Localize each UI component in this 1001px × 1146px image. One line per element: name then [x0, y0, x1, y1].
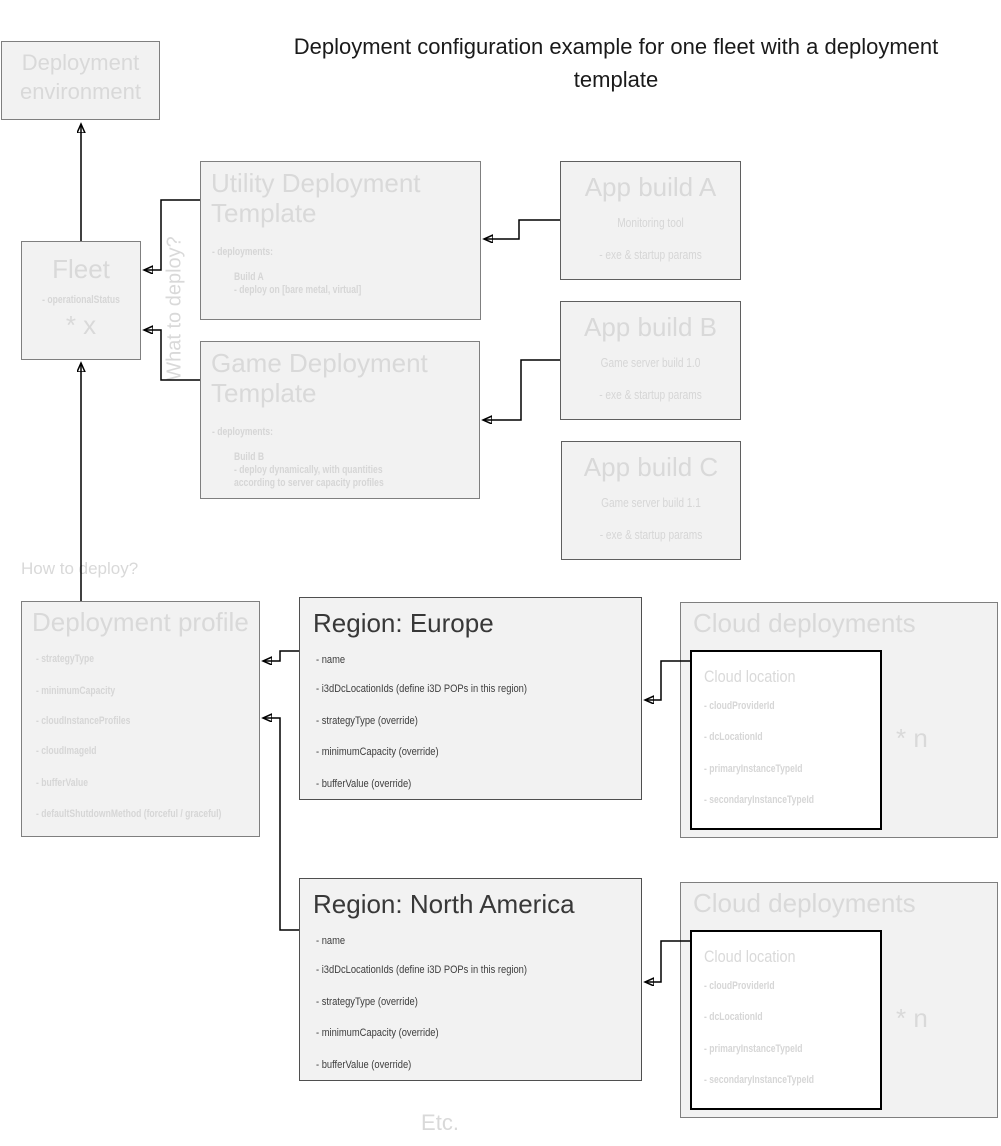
cloud-deployments-bottom-title: Cloud deployments: [693, 888, 916, 918]
region-europe-item: - i3dDcLocationIds (define i3D POPs in t…: [316, 683, 527, 695]
utility-template-item: Build A: [234, 271, 264, 283]
region-north-america-item: - bufferValue (override): [316, 1059, 412, 1071]
app-build-b-title: App build B: [584, 312, 717, 342]
deployment-environment-box: Deployment environment: [1, 41, 160, 120]
app-build-a-title: App build A: [584, 172, 717, 202]
region-north-america-item: - i3dDcLocationIds (define i3D POPs in t…: [316, 964, 527, 976]
app-build-b-params: - exe & startup params: [599, 387, 702, 402]
etc-label: Etc.: [421, 1110, 459, 1135]
cloud-location-top-box: Cloud location - cloudProviderId - dcLoc…: [690, 650, 882, 830]
cloud-location-top-item: - primaryInstanceTypeId: [704, 763, 803, 775]
fleet-multiplicity: * x: [65, 310, 97, 340]
what-to-deploy-label: What to deploy?: [163, 236, 186, 381]
fleet-item: - operationalStatus: [42, 294, 120, 306]
app-build-c-title: App build C: [583, 452, 719, 482]
cloud-location-top-item: - secondaryInstanceTypeId: [704, 794, 814, 806]
cloud-deployments-bottom-multiplicity: * n: [896, 1003, 928, 1033]
connector-app-a-to-utility-template: [485, 219, 560, 239]
app-build-a-params: - exe & startup params: [599, 247, 702, 262]
game-template-item: - deployments:: [212, 426, 274, 438]
cloud-location-bottom-item: - cloudProviderId: [704, 980, 775, 992]
game-template-box: Game Deployment Template - deployments: …: [200, 341, 480, 499]
deployment-profile-box: Deployment profile - strategyType - mini…: [21, 601, 260, 837]
cloud-location-bottom-title: Cloud location: [704, 947, 796, 966]
deployment-profile-item: - strategyType: [36, 653, 95, 665]
region-europe-item: - strategyType (override): [316, 715, 418, 727]
deployment-profile-item: - defaultShutdownMethod (forceful / grac…: [36, 808, 222, 820]
cloud-deployments-top-box: Cloud deployments Cloud location - cloud…: [680, 602, 998, 838]
page-title: Deployment configuration example for one…: [293, 34, 939, 92]
region-europe-item: - name: [316, 654, 346, 666]
region-europe-box: Region: Europe - name - i3dDcLocationIds…: [299, 597, 642, 800]
cloud-location-bottom-item: - primaryInstanceTypeId: [704, 1043, 803, 1055]
utility-template-item: - deployments:: [212, 246, 274, 258]
deployment-profile-item: - minimumCapacity: [36, 685, 116, 697]
cloud-deployments-top-multiplicity: * n: [896, 723, 928, 753]
fleet-box: Fleet - operationalStatus * x: [21, 241, 141, 360]
cloud-location-top-title: Cloud location: [704, 667, 796, 686]
game-template-item: Build B: [234, 451, 265, 463]
cloud-location-top-item: - dcLocationId: [704, 731, 763, 743]
fleet-title: Fleet: [52, 254, 110, 284]
region-north-america-title: Region: North America: [313, 889, 575, 919]
app-build-b-box: App build B Game server build 1.0 - exe …: [560, 301, 741, 420]
connector-region-europe-to-profile: [264, 650, 299, 661]
deployment-profile-title: Deployment profile: [32, 607, 249, 637]
deployment-profile-item: - cloudInstanceProfiles: [36, 715, 131, 727]
cloud-location-top-item: - cloudProviderId: [704, 700, 775, 712]
app-build-c-box: App build C Game server build 1.1 - exe …: [561, 441, 741, 560]
how-to-deploy-label: How to deploy?: [21, 559, 139, 578]
deployment-profile-item: - cloudImageId: [36, 745, 97, 757]
cloud-location-bottom-item: - dcLocationId: [704, 1011, 763, 1023]
region-europe-item: - bufferValue (override): [316, 778, 412, 790]
deployment-environment-title: Deployment environment: [19, 50, 142, 104]
region-north-america-item: - minimumCapacity (override): [316, 1027, 439, 1039]
deployment-profile-item: - bufferValue: [36, 777, 88, 789]
region-europe-title: Region: Europe: [313, 608, 494, 638]
app-build-c-subtitle: Game server build 1.1: [601, 495, 701, 510]
cloud-deployments-bottom-box: Cloud deployments Cloud location - cloud…: [680, 882, 998, 1118]
region-europe-item: - minimumCapacity (override): [316, 746, 439, 758]
game-template-title: Game Deployment Template: [211, 348, 428, 408]
region-north-america-item: - name: [316, 935, 346, 947]
app-build-a-subtitle: Monitoring tool: [617, 215, 684, 230]
utility-template-item: - deploy on [bare metal, virtual]: [234, 284, 362, 296]
app-build-b-subtitle: Game server build 1.0: [600, 355, 701, 370]
cloud-location-bottom-item: - secondaryInstanceTypeId: [704, 1074, 814, 1086]
app-build-c-params: - exe & startup params: [599, 527, 703, 542]
region-north-america-box: Region: North America - name - i3dDcLoca…: [299, 878, 642, 1081]
game-template-item: - deploy dynamically, with quantities: [234, 464, 383, 476]
cloud-deployments-top-title: Cloud deployments: [693, 608, 916, 638]
connector-app-b-to-game-template: [484, 359, 560, 420]
cloud-location-bottom-box: Cloud location - cloudProviderId - dcLoc…: [690, 930, 882, 1110]
utility-template-box: Utility Deployment Template - deployment…: [200, 161, 481, 320]
game-template-item: according to server capacity profiles: [234, 477, 384, 489]
utility-template-title: Utility Deployment Template: [211, 168, 421, 228]
app-build-a-box: App build A Monitoring tool - exe & star…: [560, 161, 741, 280]
region-north-america-item: - strategyType (override): [316, 996, 418, 1008]
connector-region-na-to-profile: [264, 718, 299, 931]
